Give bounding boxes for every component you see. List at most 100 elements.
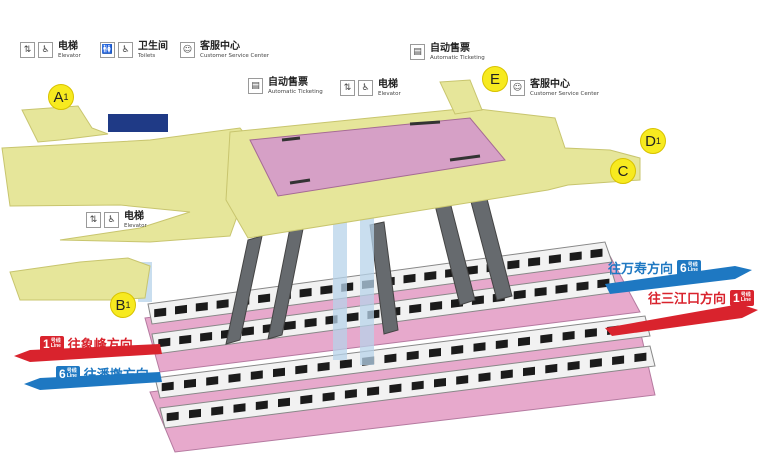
train-window xyxy=(278,397,290,408)
train-window xyxy=(612,355,625,365)
train-window xyxy=(534,287,547,297)
toilet-icon: 🚻 xyxy=(100,42,115,58)
sign-label-cn: 客服中心 xyxy=(200,41,240,52)
sign-label-cn: 卫生间 xyxy=(138,41,168,52)
arrow-pandun xyxy=(24,372,162,390)
sign-label-en: Customer Service Center xyxy=(200,53,270,59)
exit-sub: 1 xyxy=(63,92,69,102)
elevator-icon: ⇅ xyxy=(86,212,101,228)
train-window xyxy=(528,257,541,267)
sign-label-cn: 电梯 xyxy=(124,211,144,222)
train-window xyxy=(158,337,171,348)
exit-c-badge: C xyxy=(610,158,636,184)
train-window xyxy=(562,331,575,341)
train-window xyxy=(346,312,359,322)
train-window xyxy=(584,328,597,338)
line-cn: 号线 xyxy=(66,367,77,374)
exit-letter: B xyxy=(115,296,126,314)
train-window xyxy=(451,345,464,355)
line-en: Line xyxy=(740,296,751,303)
exit-letter: D xyxy=(645,132,656,150)
train-window xyxy=(273,367,285,378)
train-window xyxy=(166,411,179,422)
train-window xyxy=(344,389,357,399)
direction-text: 往万寿方向 xyxy=(608,262,674,277)
concourse-level xyxy=(1,79,641,301)
direction-text: 往三江口方向 xyxy=(648,292,727,307)
train-window xyxy=(411,380,424,391)
train-window xyxy=(634,352,647,363)
train-window xyxy=(283,320,296,331)
train-window xyxy=(367,386,380,396)
train-window xyxy=(295,364,308,375)
train-window xyxy=(216,299,229,309)
train-window xyxy=(465,265,478,276)
line-number: 1 xyxy=(733,290,740,305)
train-window xyxy=(507,259,520,270)
train-window xyxy=(250,370,263,380)
train-window xyxy=(175,304,187,315)
train-window xyxy=(430,301,443,311)
train-window xyxy=(409,303,422,314)
train-window xyxy=(576,281,589,291)
train-window xyxy=(523,366,535,377)
train-row-1 xyxy=(154,315,656,429)
sign-label-cn: 客服中心 xyxy=(530,79,570,90)
escalators xyxy=(225,194,513,345)
service-desk-icon: ☺ xyxy=(510,80,525,96)
train-window xyxy=(478,372,491,382)
train-window xyxy=(161,381,174,392)
train-window xyxy=(403,273,416,284)
sign-ticketing-1: ▤ 自动售票 Automatic Ticketing xyxy=(248,78,323,96)
paid-area xyxy=(249,117,506,197)
sign-label-en: Customer Service Center xyxy=(530,91,600,97)
wheelchair-icon: ♿ xyxy=(118,42,133,58)
train-window xyxy=(434,377,446,388)
train-window xyxy=(241,326,254,336)
arrow-wanshou xyxy=(605,266,752,294)
train-window xyxy=(228,373,241,383)
train-window xyxy=(500,369,513,380)
exit-sub: 1 xyxy=(125,300,131,310)
arrow-sanjiangkou xyxy=(605,304,758,336)
exit-letter: A xyxy=(53,88,64,106)
wheelchair-icon: ♿ xyxy=(104,212,119,228)
train-window xyxy=(211,406,224,416)
train-window xyxy=(548,254,561,264)
train-window xyxy=(200,332,213,342)
elevator-icon: ⇅ xyxy=(340,80,355,96)
train-window xyxy=(569,251,582,261)
sign-elevator-a: ⇅ ♿ 电梯 Elevator xyxy=(20,42,81,60)
train-window xyxy=(555,284,568,294)
train-window xyxy=(179,334,192,345)
train-window xyxy=(317,362,330,372)
train-window xyxy=(590,248,603,259)
train-window xyxy=(424,271,437,281)
train-window xyxy=(473,342,486,352)
train-window xyxy=(339,359,352,369)
train-window xyxy=(184,378,196,389)
line-cn: 号线 xyxy=(50,337,61,344)
ticket-machine-icon: ▤ xyxy=(410,44,425,60)
train-window xyxy=(567,361,580,371)
train-window xyxy=(233,403,246,413)
sign-toilets: 🚻 ♿ 卫生间 Toilets xyxy=(100,42,168,60)
direction-text: 往象峰方向 xyxy=(67,338,133,353)
sign-service-center-2: ☺ 客服中心 Customer Service Center xyxy=(510,80,599,98)
line-cn: 号线 xyxy=(687,261,698,268)
train-window xyxy=(299,288,312,298)
wheelchair-icon: ♿ xyxy=(38,42,53,58)
train-window xyxy=(195,302,208,312)
sign-label-en: Elevator xyxy=(378,91,401,97)
sign-label-cn: 电梯 xyxy=(378,79,398,90)
sign-label-cn: 电梯 xyxy=(58,41,78,52)
sign-label-en: Toilets xyxy=(138,53,156,59)
train-window xyxy=(545,363,558,374)
